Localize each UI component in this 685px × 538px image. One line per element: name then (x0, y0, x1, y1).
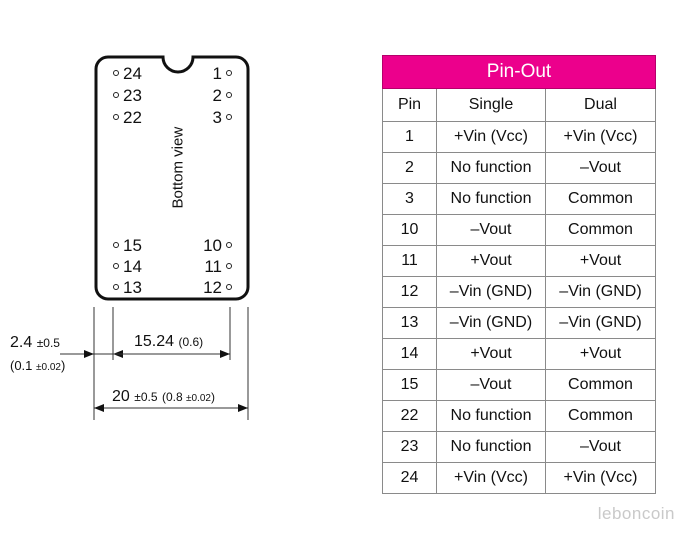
cell-pin: 2 (382, 152, 437, 184)
pin-label-12: 12 (203, 278, 236, 298)
cell-dual: +Vout (545, 245, 656, 277)
dim-offset-mm: 2.4 ±0.5 (10, 334, 60, 351)
table-row: 1+Vin (Vcc)+Vin (Vcc) (382, 121, 656, 153)
table-row: 24+Vin (Vcc)+Vin (Vcc) (382, 462, 656, 494)
arrow-head (238, 404, 248, 412)
cell-pin: 3 (382, 183, 437, 215)
pin-label-3: 3 (213, 108, 236, 128)
cell-single: +Vin (Vcc) (436, 121, 546, 153)
column-header-dual: Dual (545, 88, 656, 122)
package-diagram: 24 23 22 15 14 13 1 2 3 10 11 12 Bottom … (10, 55, 250, 420)
arrow-head (84, 350, 94, 358)
pin-dot-icon (226, 241, 232, 248)
cell-single: +Vout (436, 338, 546, 370)
dim-width: 20 ±0.5 (0.8 ±0.02) (112, 388, 215, 405)
pin-label-10: 10 (203, 236, 236, 256)
cell-dual: –Vin (GND) (545, 276, 656, 308)
cell-dual: –Vin (GND) (545, 307, 656, 339)
cell-pin: 14 (382, 338, 437, 370)
pin-label-13: 13 (109, 278, 142, 298)
pin-label-1: 1 (213, 64, 236, 84)
package-outline-drawing (60, 55, 250, 420)
cell-dual: +Vin (Vcc) (545, 462, 656, 494)
pin-label-23: 23 (109, 86, 142, 106)
cell-pin: 24 (382, 462, 437, 494)
pin-dot-icon (226, 283, 232, 290)
table-row: 11+Vout+Vout (382, 245, 656, 277)
pin-dot-icon (226, 113, 232, 120)
cell-single: –Vin (GND) (436, 307, 546, 339)
table-row: 14+Vout+Vout (382, 338, 656, 370)
cell-dual: Common (545, 183, 656, 215)
cell-pin: 22 (382, 400, 437, 432)
cell-pin: 1 (382, 121, 437, 153)
cell-dual: –Vout (545, 431, 656, 463)
pin-dot-icon (226, 262, 232, 269)
cell-pin: 13 (382, 307, 437, 339)
bottom-view-label: Bottom view (169, 126, 187, 209)
cell-dual: +Vin (Vcc) (545, 121, 656, 153)
cell-pin: 23 (382, 431, 437, 463)
pinout-title: Pin-Out (382, 55, 656, 89)
pin-label-2: 2 (213, 86, 236, 106)
pin-dot-icon (113, 283, 119, 290)
cell-single: –Vin (GND) (436, 276, 546, 308)
leboncoin-watermark: leboncoin (597, 504, 675, 523)
dim-pitch: 15.24 (0.6) (134, 333, 204, 350)
pin-dot-icon (113, 113, 119, 120)
table-row: 13–Vin (GND)–Vin (GND) (382, 307, 656, 339)
pin-dot-icon (113, 69, 119, 76)
cell-single: No function (436, 152, 546, 184)
pin-dot-icon (113, 241, 119, 248)
pin-dot-icon (113, 262, 119, 269)
cell-single: –Vout (436, 369, 546, 401)
cell-single: No function (436, 400, 546, 432)
pin-label-15: 15 (109, 236, 142, 256)
column-header-row: Pin Single Dual (382, 88, 656, 122)
pin-label-24: 24 (109, 64, 142, 84)
arrow-head (220, 350, 230, 358)
cell-single: No function (436, 431, 546, 463)
cell-pin: 11 (382, 245, 437, 277)
pin-label-14: 14 (109, 257, 142, 277)
cell-single: –Vout (436, 214, 546, 246)
cell-single: +Vout (436, 245, 546, 277)
cell-dual: Common (545, 214, 656, 246)
table-row: 12–Vin (GND)–Vin (GND) (382, 276, 656, 308)
pin-dot-icon (226, 91, 232, 98)
cell-dual: +Vout (545, 338, 656, 370)
pin-label-11: 11 (204, 257, 236, 277)
column-header-pin: Pin (382, 88, 437, 122)
column-header-single: Single (436, 88, 546, 122)
pin-dot-icon (226, 69, 232, 76)
cell-pin: 15 (382, 369, 437, 401)
cell-pin: 12 (382, 276, 437, 308)
cell-pin: 10 (382, 214, 437, 246)
cell-dual: Common (545, 400, 656, 432)
cell-single: No function (436, 183, 546, 215)
pinout-table: Pin-Out Pin Single Dual 1+Vin (Vcc)+Vin … (382, 55, 656, 494)
cell-dual: Common (545, 369, 656, 401)
arrow-head (94, 404, 104, 412)
dim-offset-inch: (0.1 ±0.02) (10, 358, 66, 373)
cell-dual: –Vout (545, 152, 656, 184)
pin-label-22: 22 (109, 108, 142, 128)
cell-single: +Vin (Vcc) (436, 462, 546, 494)
pin-dot-icon (113, 91, 119, 98)
package-body (94, 55, 250, 301)
